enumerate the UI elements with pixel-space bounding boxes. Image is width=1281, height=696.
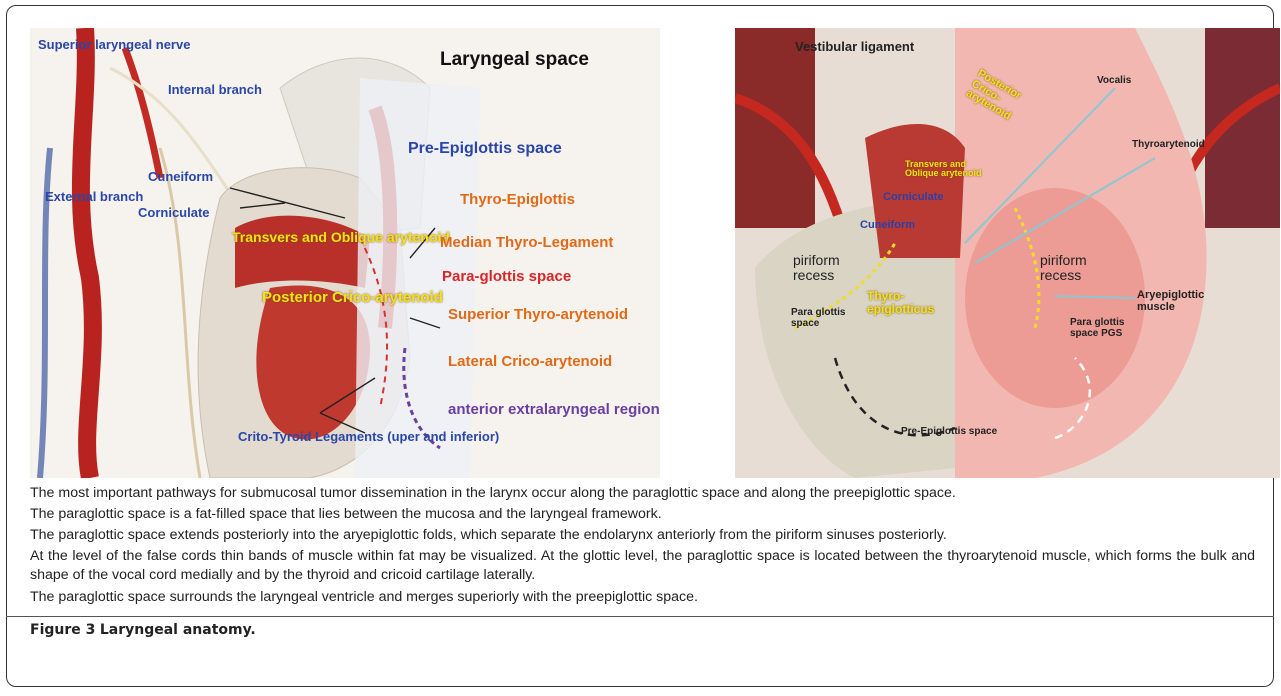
label-thyro-epiglotticus: Thyro-epiglotticus	[867, 290, 947, 315]
label-thyroarytenoid: Thyroarytenoid	[1132, 140, 1205, 151]
label-corniculate: Corniculate	[138, 206, 210, 220]
label-crito-tyroid: Crito-Tyroid Legaments (uper and inferio…	[238, 430, 499, 444]
label-median-thyro: Median Thyro-Legament	[440, 235, 613, 251]
label-posterior-crico: Posterior Crico-arytenoid	[262, 290, 443, 306]
label-superior-laryngeal-nerve: Superior laryngeal nerve	[38, 38, 190, 52]
left-figure-title: Laryngeal space	[440, 50, 589, 70]
paragraph-1: The most important pathways for submucos…	[30, 484, 1255, 503]
label-vocalis: Vocalis	[1097, 76, 1131, 87]
label-transvers-oblique-right: Transvers and Oblique arytenoid	[905, 160, 995, 179]
label-superior-thyro: Superior Thyro-arytenoid	[448, 307, 628, 323]
label-lateral-crico: Lateral Crico-arytenoid	[448, 354, 612, 370]
left-illustration: Superior laryngeal nerve Laryngeal space…	[30, 28, 660, 478]
caption-divider	[6, 616, 1274, 617]
label-para-glottis-left: Para glottis space	[791, 308, 853, 329]
label-thyro-epiglottis: Thyro-Epiglottis	[460, 192, 575, 208]
label-vestibular-ligament: Vestibular ligament	[795, 40, 914, 54]
right-illustration: Vestibular ligament Vocalis Posterior Cr…	[735, 28, 1280, 478]
label-transvers-oblique: Transvers and Oblique arytenoid	[232, 230, 450, 245]
figure-number: Figure 3	[30, 622, 95, 638]
paragraph-4: At the level of the false cords thin ban…	[30, 547, 1255, 584]
paragraph-3: The paraglottic space extends posteriorl…	[30, 526, 1255, 545]
label-aryepiglottic: Aryepiglottic muscle	[1137, 290, 1227, 313]
figure-caption: Figure 3 Laryngeal anatomy.	[30, 622, 256, 638]
label-anterior-region: anterior extralaryngeal region	[448, 402, 660, 418]
label-para-glottis-pgs: Para glottis space PGS	[1070, 318, 1150, 339]
label-cuneiform-right: Cuneiform	[860, 220, 915, 232]
label-external-branch: External branch	[45, 190, 143, 204]
label-pre-epiglottis-right: Pre-Epiglottis space	[901, 427, 997, 438]
label-internal-branch: Internal branch	[168, 83, 262, 97]
paragraph-5: The paraglottic space surrounds the lary…	[30, 588, 1255, 607]
figure-title: Laryngeal anatomy.	[100, 622, 256, 638]
label-cuneiform: Cuneiform	[148, 170, 213, 184]
label-piriform-left: piriform recess	[793, 253, 863, 282]
paragraph-2: The paraglottic space is a fat-filled sp…	[30, 505, 1255, 524]
label-para-glottis-space: Para-glottis space	[442, 269, 571, 285]
label-pre-epiglottis-space: Pre-Epiglottis space	[408, 141, 562, 158]
label-piriform-right: piriform recess	[1040, 253, 1110, 282]
label-corniculate-right: Corniculate	[883, 192, 944, 204]
